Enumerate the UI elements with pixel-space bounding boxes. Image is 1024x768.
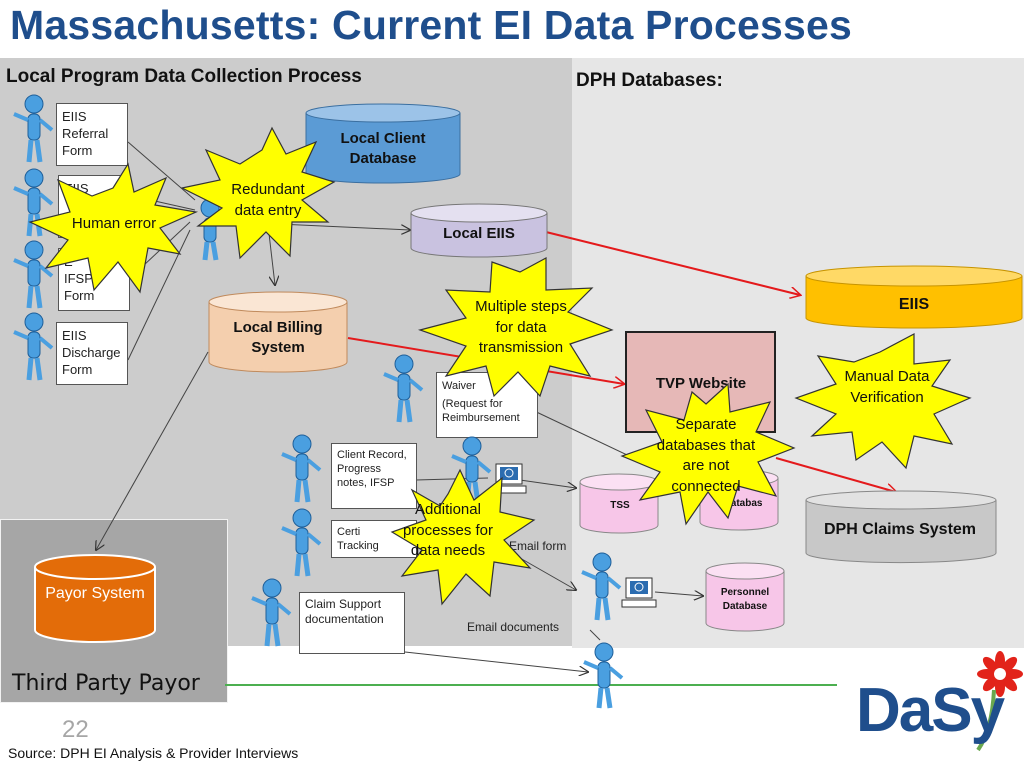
payor-system-label: Payor System [45, 585, 145, 602]
multiple-steps-text: Multiple steps for data transmission [475, 298, 567, 356]
manual-verification-text: Manual Data Verification [844, 368, 930, 406]
additional-processes-text: Additional processes for data needs [402, 501, 494, 559]
separate-databases-text: Separate databases that are not connecte… [656, 416, 756, 495]
document-line: Claim Support [305, 597, 382, 611]
person-icon [383, 354, 424, 423]
page-title: Massachusetts: Current EI Data Processes [10, 2, 853, 48]
computer-icon [491, 463, 527, 494]
local-eiis-label: Local EIIS [443, 225, 515, 242]
additional-processes-burst [390, 468, 536, 606]
logo-stem [976, 689, 996, 752]
dph-claims-cylinder [805, 490, 997, 564]
eiis-label: EIIS [898, 296, 930, 313]
human-error-text: Human error [71, 215, 157, 232]
payor-system-cylinder [34, 554, 156, 643]
email-form-label: Email form [509, 539, 567, 553]
waiver-document: Waiver (Request for Reimbursement [436, 372, 538, 438]
document-line: notes, IFSP [337, 477, 395, 489]
person-icon [13, 240, 54, 309]
page-number: 22 [62, 716, 89, 743]
person-icon [13, 94, 54, 163]
divider-line [225, 684, 837, 686]
form-line: IFSP [64, 271, 93, 286]
document-line: Waiver [442, 380, 476, 392]
form-line: Form [62, 362, 93, 377]
form-line: Form [62, 143, 93, 158]
form-line: Referral [62, 126, 109, 141]
form-line: EIIS [62, 109, 87, 124]
source-citation: Source: DPH EI Analysis & Provider Inter… [8, 745, 299, 761]
form-line: Form [64, 288, 95, 303]
tss-label: TSS [610, 500, 630, 511]
redundant-entry-text: Redundant data entry [231, 181, 305, 219]
separate-databases-burst [620, 382, 796, 526]
document-line: Reimbursement [442, 412, 520, 424]
form-line: Discharge [62, 345, 121, 360]
connector-arrow [654, 592, 703, 596]
person-icon [281, 434, 322, 503]
document-line: Progress [337, 463, 382, 475]
personnel-database-cylinder [705, 562, 785, 632]
document-line: documentation [305, 612, 384, 626]
person-icon [13, 312, 54, 381]
connector-arrow [96, 351, 209, 550]
red-arrow [545, 231, 800, 295]
person-icon [251, 578, 292, 647]
form-line: EIIS [62, 328, 87, 343]
document-line: Tracking [337, 540, 379, 552]
red-arrow [775, 457, 896, 492]
document-line: (Request for [442, 398, 503, 410]
dasy-flower-icon [977, 651, 1023, 697]
connector-line [589, 629, 601, 641]
hidden-database-label: Databas [723, 498, 763, 509]
human-error-burst [28, 162, 199, 294]
claim-support-document: Claim Support documentation [299, 592, 405, 654]
connector-line [127, 141, 196, 201]
person-icon [281, 508, 322, 577]
local-client-database-label: Local Client Database [340, 130, 426, 167]
connector-arrow [519, 479, 576, 488]
connector-arrow [404, 651, 588, 672]
eiis-discharge-form: EIIS Discharge Form [56, 322, 128, 385]
dph-databases-heading: DPH Databases: [576, 70, 723, 91]
client-record-document: Client Record, Progress notes, IFSP [331, 443, 417, 509]
local-billing-cylinder [208, 291, 348, 373]
local-program-heading: Local Program Data Collection Process [6, 66, 362, 87]
connector-line [127, 229, 191, 361]
computer-icon [621, 577, 657, 608]
email-documents-label: Email documents [467, 620, 560, 634]
person-icon [581, 552, 622, 621]
redundant-entry-burst [180, 126, 336, 260]
local-eiis-cylinder [410, 203, 548, 258]
document-line: Certi [337, 526, 361, 538]
third-party-payor-label: Third Party Payor [12, 671, 200, 696]
local-billing-label: Local Billing System [233, 319, 323, 356]
connector-arrow [519, 557, 576, 590]
dasy-logo: DaSy [856, 676, 1005, 745]
multiple-steps-burst [417, 256, 614, 398]
document-line: Client Record, [337, 449, 407, 461]
dph-claims-label: DPH Claims System [823, 521, 977, 538]
eiis-cylinder [805, 265, 1023, 329]
tss-cylinder [579, 473, 659, 534]
manual-verification-burst [794, 333, 972, 470]
eiis-referral-form: EIIS Referral Form [56, 103, 128, 166]
personnel-database-label: Personnel Database [720, 587, 770, 612]
person-icon [583, 642, 624, 709]
